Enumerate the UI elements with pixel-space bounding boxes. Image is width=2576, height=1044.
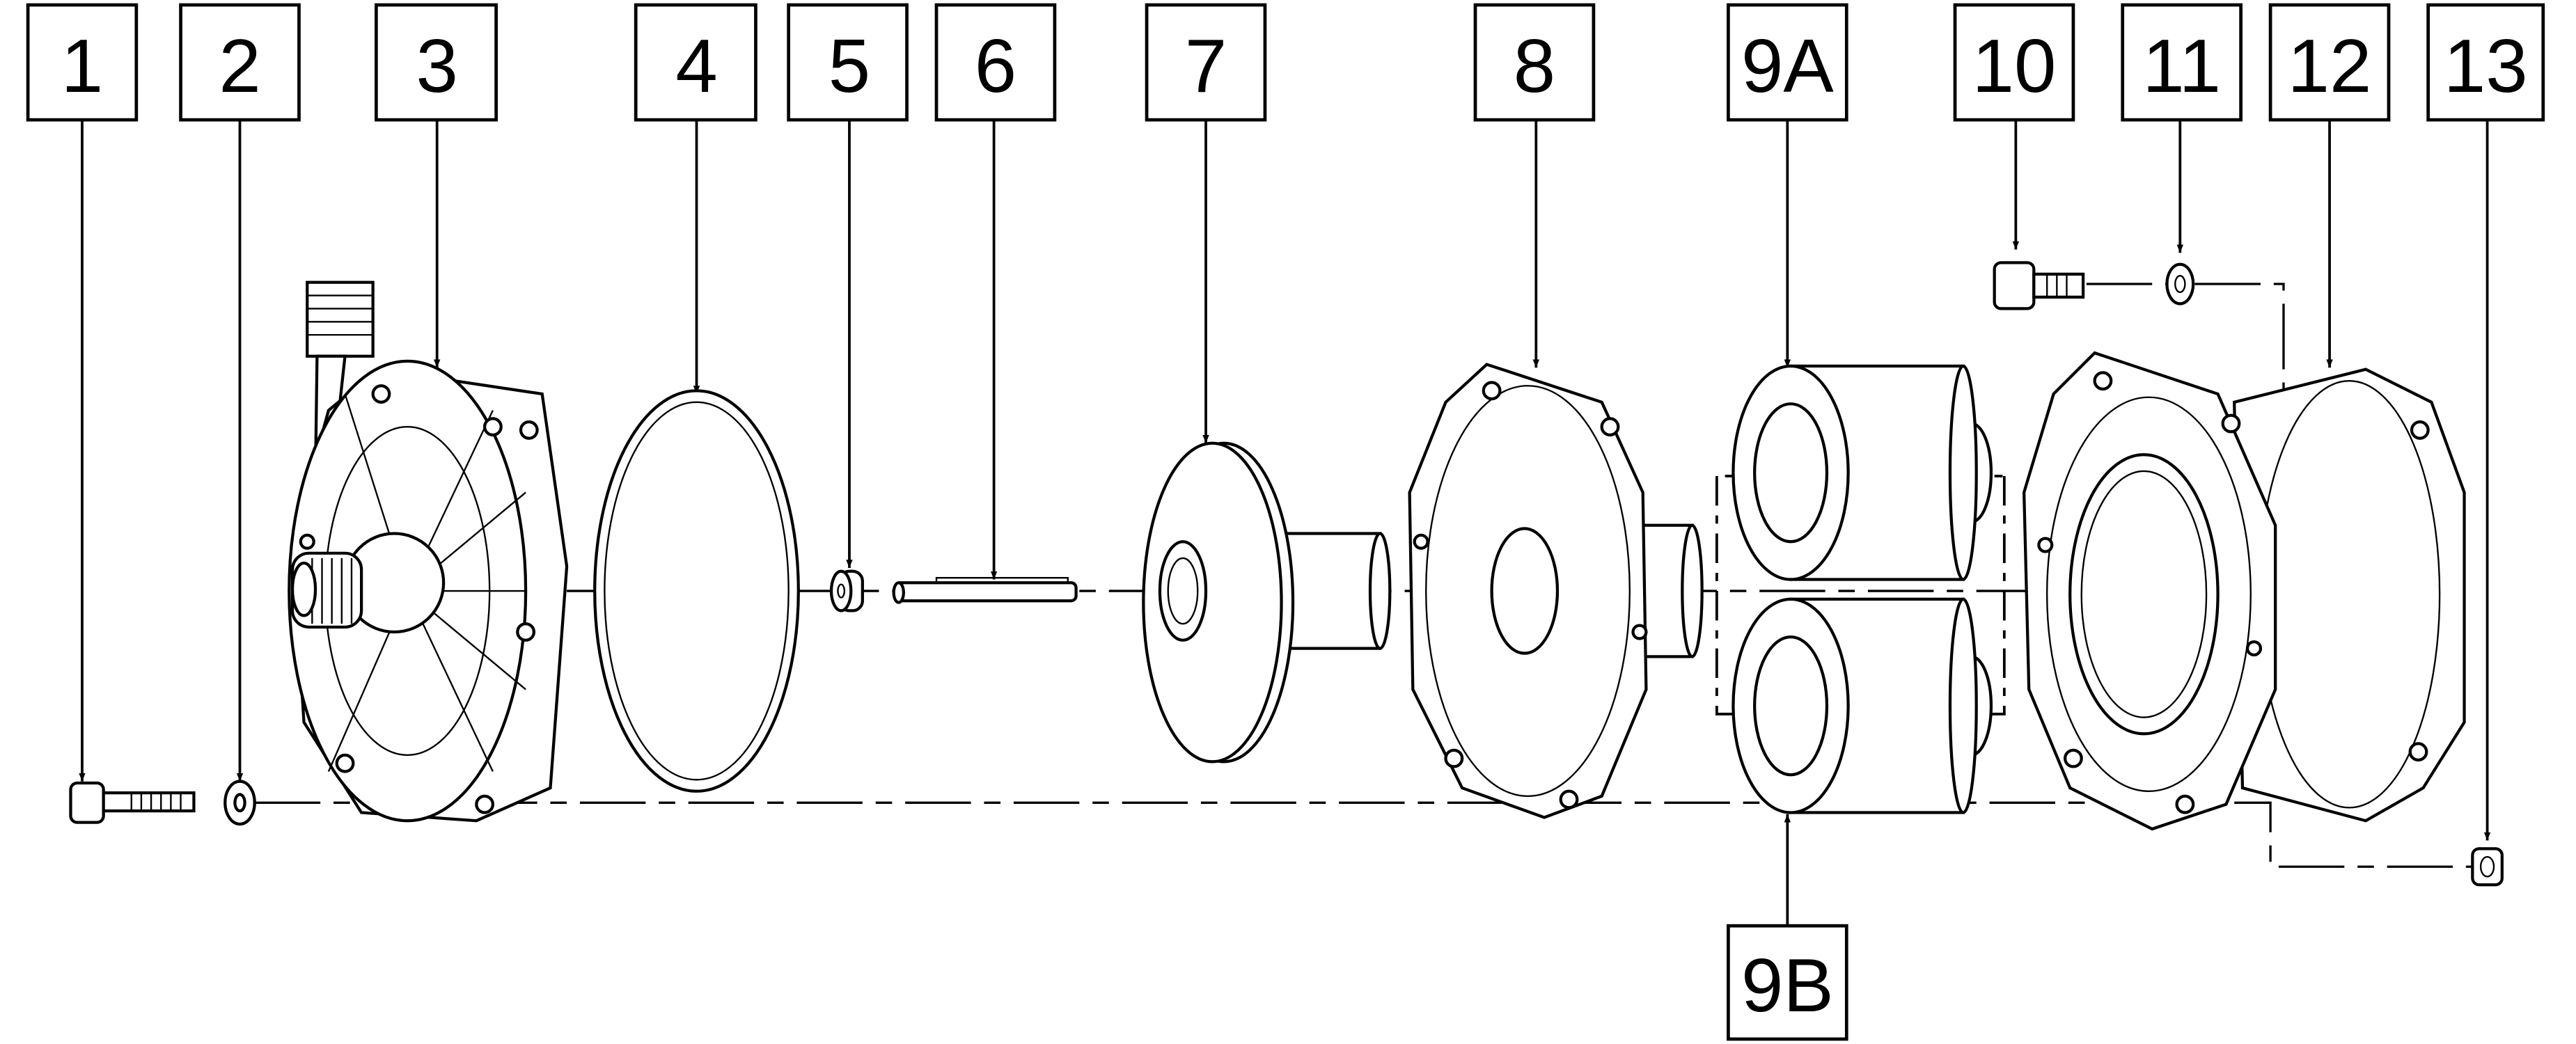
part-12-motor-bracket xyxy=(2023,351,2466,831)
part-7-impeller xyxy=(1142,441,1392,764)
callout-11: 11 xyxy=(2121,3,2243,122)
callout-label: 6 xyxy=(975,24,1016,108)
part-1-bolt xyxy=(69,781,196,824)
callout-2: 2 xyxy=(179,3,301,122)
callout-4: 4 xyxy=(634,3,757,122)
callout-13: 13 xyxy=(2426,3,2545,122)
callout-label: 9B xyxy=(1741,943,1834,1027)
part-11-washer xyxy=(2165,262,2195,306)
part-5-seal-ring xyxy=(829,569,864,612)
callout-6: 6 xyxy=(934,3,1057,122)
callout-3: 3 xyxy=(375,3,498,122)
callout-10: 10 xyxy=(1953,3,2075,122)
callout-label: 11 xyxy=(2142,24,2221,108)
callout-label: 13 xyxy=(2444,24,2528,108)
part-3-pump-housing xyxy=(288,280,569,823)
part-4-o-ring xyxy=(593,389,800,793)
callout-label: 4 xyxy=(675,24,717,108)
part-10-bolt xyxy=(1993,261,2085,310)
callout-7: 7 xyxy=(1145,3,1267,122)
callout-label: 8 xyxy=(1514,24,1555,108)
callouts: 1 2 3 4 5 6 7 8 9A 10 11 12 13 9B xyxy=(26,3,2545,1041)
callout-label: 9A xyxy=(1741,24,1834,108)
callout-label: 10 xyxy=(1972,24,2057,108)
callout-5: 5 xyxy=(787,3,909,122)
callout-label: 5 xyxy=(828,24,870,108)
callout-label: 7 xyxy=(1185,24,1227,108)
callout-label: 12 xyxy=(2288,24,2372,108)
leader-lines xyxy=(79,120,2491,926)
part-9a-seal xyxy=(1731,364,1993,581)
callout-8: 8 xyxy=(1473,3,1596,122)
callout-label: 1 xyxy=(61,24,103,108)
part-2-washer xyxy=(223,780,256,826)
callout-label: 3 xyxy=(416,24,457,108)
part-6-shaft xyxy=(892,577,1078,604)
part-8-seal-plate xyxy=(1408,363,1704,819)
part-9b-seal xyxy=(1731,597,1993,814)
part-13-nut xyxy=(2471,847,2504,887)
callout-9a: 9A xyxy=(1727,3,1848,122)
callout-label: 2 xyxy=(219,24,260,108)
callout-12: 12 xyxy=(2268,3,2391,122)
callout-9b: 9B xyxy=(1727,924,1848,1041)
callout-1: 1 xyxy=(26,3,139,122)
